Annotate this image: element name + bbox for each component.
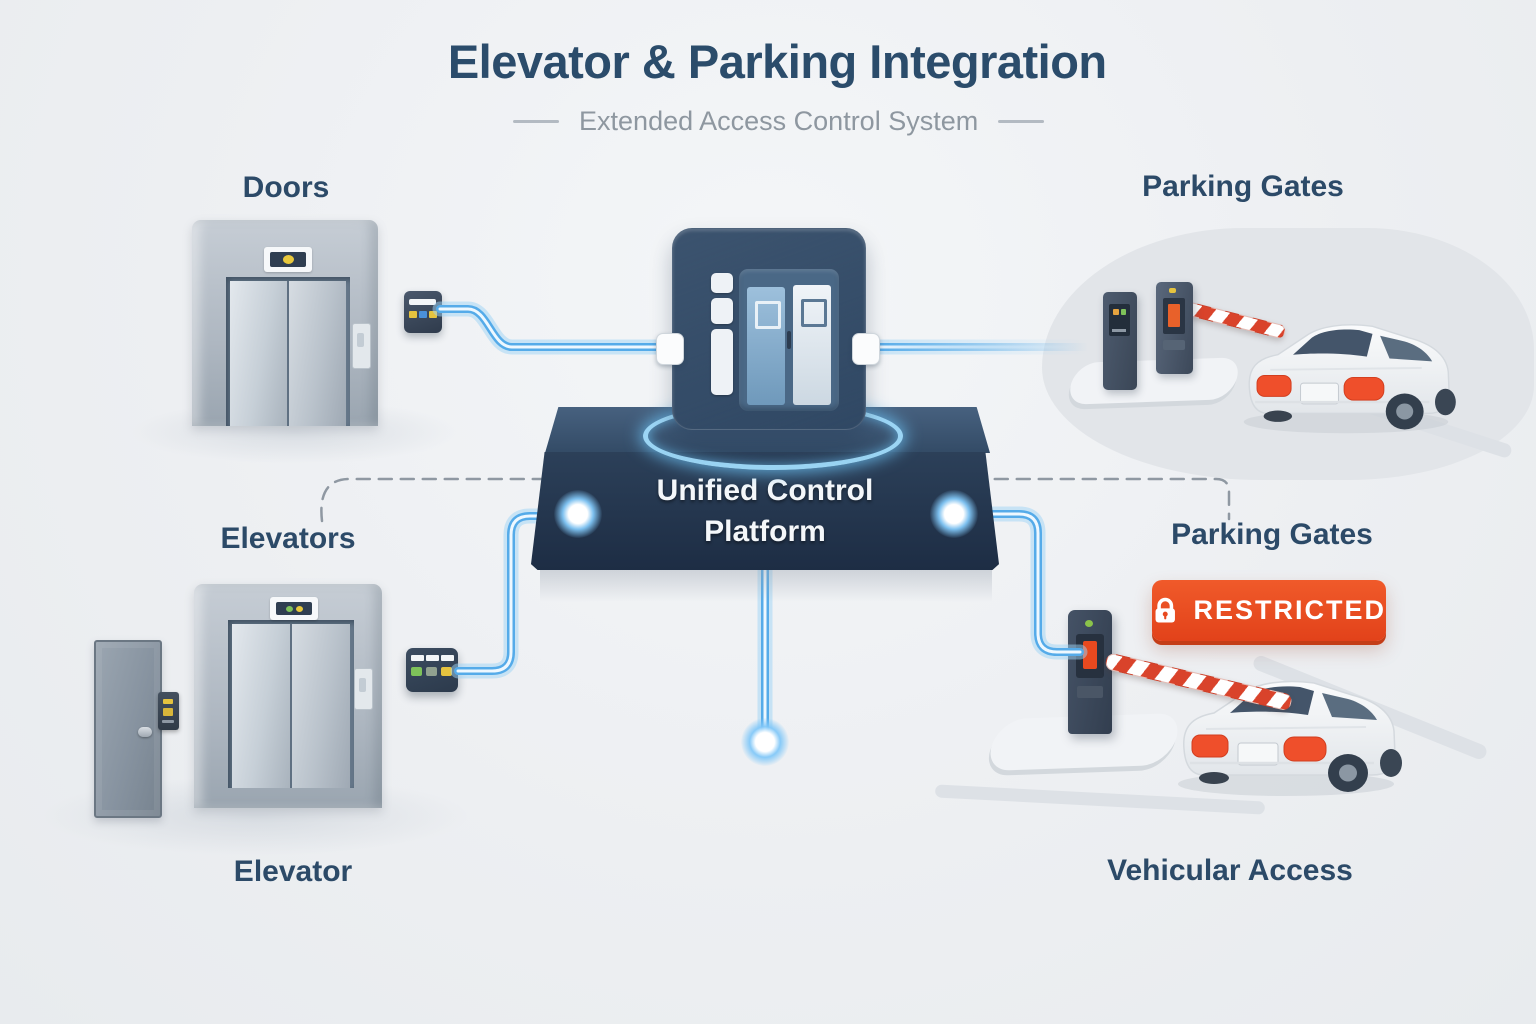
- door-handle-icon: [138, 727, 152, 737]
- device-door-right: [793, 285, 831, 405]
- indicator-light-icon: [282, 255, 294, 264]
- connector-node-left-icon: [656, 333, 684, 365]
- screen-orange-display: [1168, 304, 1180, 327]
- screen-icon-orange: [1113, 309, 1119, 315]
- card-slot-icon: [409, 299, 436, 305]
- elevator-doors-icon: [739, 269, 839, 411]
- panel-slot-icon: [441, 655, 454, 661]
- panel-key-gray-icon: [426, 667, 437, 676]
- door-handle-icon: [787, 331, 791, 349]
- label-elevator: Elevator: [233, 855, 353, 888]
- panel-slot-icon: [426, 655, 439, 661]
- platform-shadow: [540, 570, 992, 602]
- page-title: Elevator & Parking Integration: [447, 35, 1107, 88]
- screen-icon-green: [1121, 309, 1126, 315]
- reader-led-blue-icon: [419, 311, 427, 318]
- screen-red-display: [1083, 641, 1097, 669]
- elevator-door-left: [230, 281, 289, 426]
- reader-keypad-icon: [163, 708, 173, 716]
- terminal-screen: [1109, 304, 1130, 336]
- connector-node-right-icon: [852, 333, 880, 365]
- elevator-control-panel: [406, 648, 458, 692]
- controller-button-icon: [711, 298, 733, 324]
- device-door-left: [747, 287, 785, 405]
- indicator-yellow-icon: [295, 605, 303, 612]
- label-elevators: Elevators: [220, 522, 356, 555]
- panel-key-green-icon: [411, 667, 422, 676]
- access-controller-device: [672, 228, 866, 430]
- unified-control-platform: Unified Control Platform: [531, 452, 999, 570]
- glow-dot-right-icon: [930, 490, 978, 538]
- restricted-text: RESTRICTED: [1193, 595, 1386, 625]
- vehicle-access-terminal: [1068, 610, 1112, 734]
- restricted-badge: RESTRICTED: [1152, 580, 1386, 641]
- elevator-doors-bottom: [232, 624, 350, 788]
- label-vehicular-access: Vehicular Access: [1107, 854, 1353, 887]
- elevator-door-left: [232, 624, 292, 788]
- label-parking-gates-mid: Parking Gates: [1171, 518, 1373, 551]
- glow-dot-bottom-icon: [741, 718, 789, 766]
- controller-button-icon: [711, 273, 733, 293]
- subtitle-dash-left: [513, 120, 560, 123]
- elevator-doors-top: [230, 281, 346, 426]
- ticket-terminal-1: [1103, 292, 1137, 390]
- call-button-icon: [359, 678, 366, 692]
- terminal-slot: [1077, 686, 1103, 698]
- indicator-screen: [276, 602, 312, 615]
- terminal-led-icon: [1169, 288, 1176, 293]
- elevator-door-right: [292, 624, 350, 788]
- terminal-green-led-icon: [1085, 620, 1093, 627]
- elevator-indicator-bottom: [270, 597, 318, 620]
- indicator-screen: [270, 252, 306, 267]
- elevator-indicator-top: [264, 247, 312, 272]
- page-subtitle-row: Extended Access Control System: [513, 106, 1045, 137]
- elevator-door-right: [289, 281, 346, 426]
- gate-terminal-2: [1156, 282, 1193, 374]
- door-window-icon: [755, 301, 781, 329]
- controller-button-icon: [711, 329, 733, 395]
- panel-key-yellow-icon: [441, 667, 452, 676]
- label-parking-gates-top: Parking Gates: [1142, 170, 1344, 203]
- door-window-icon: [801, 299, 827, 327]
- page-subtitle: Extended Access Control System: [579, 106, 979, 136]
- lock-icon: [1155, 597, 1175, 622]
- reader-slot-icon: [162, 720, 174, 723]
- terminal-screen-3: [1076, 634, 1104, 678]
- wall-access-reader: [158, 692, 179, 730]
- reader-led-yellow2-icon: [429, 311, 437, 318]
- indicator-green-icon: [285, 605, 293, 612]
- subtitle-dash-right: [998, 120, 1045, 123]
- elevator-call-panel-bottom: [354, 668, 373, 710]
- panel-slot-icon: [411, 655, 424, 661]
- call-button-icon: [357, 333, 364, 347]
- platform-title-line2: Platform: [704, 514, 826, 548]
- platform-title-line1: Unified Control: [656, 474, 874, 507]
- label-doors: Doors: [242, 171, 330, 204]
- reader-led-yellow-icon: [409, 311, 417, 318]
- screen-slot: [1112, 329, 1126, 332]
- reader-light-icon: [163, 699, 173, 704]
- terminal-slot: [1163, 340, 1185, 350]
- elevator-call-panel-top: [352, 323, 371, 369]
- terminal-screen-2: [1163, 298, 1185, 334]
- glow-dot-left-icon: [554, 490, 602, 538]
